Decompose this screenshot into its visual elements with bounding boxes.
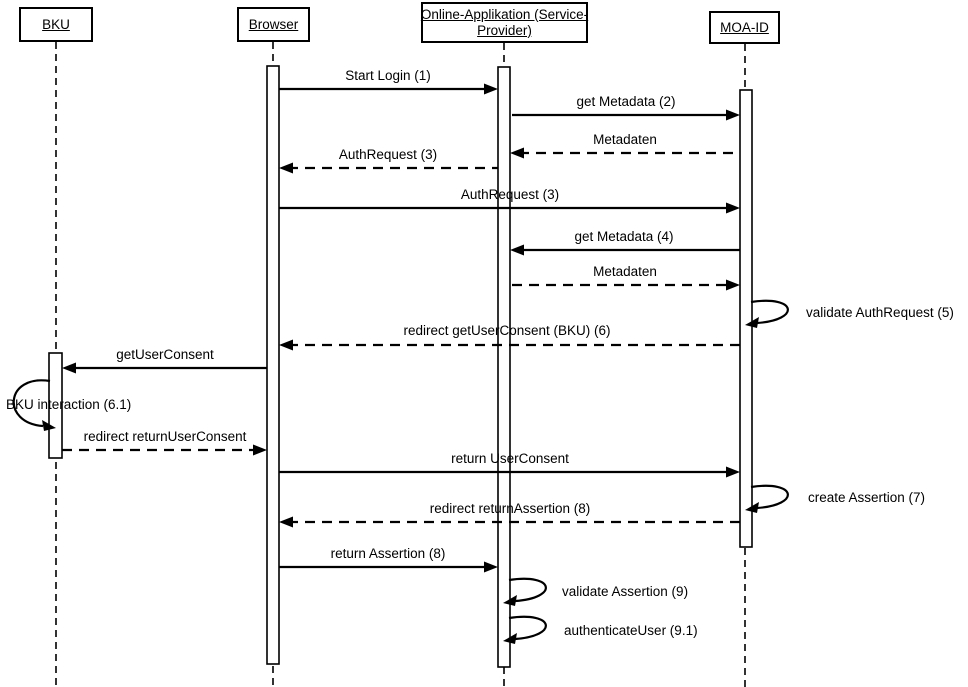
self-loop-authenticateuser — [503, 615, 547, 644]
participant-bku: BKU — [19, 7, 93, 42]
arrow-authrequest-redirect — [279, 162, 498, 174]
label-create-assertion: create Assertion (7) — [808, 490, 926, 505]
arrow-get-metadata-2 — [512, 109, 740, 121]
label-getuserconsent: getUserConsent — [116, 347, 214, 362]
participant-browser-label: Browser — [248, 16, 299, 32]
label-get-metadata-2: get Metadata (2) — [576, 94, 676, 109]
activation-browser — [266, 65, 280, 665]
arrow-get-metadata-4 — [510, 244, 740, 256]
self-loop-bku-interaction — [12, 379, 56, 431]
arrow-redirect-returnuserconsent — [62, 444, 267, 456]
label-get-metadata-4: get Metadata (4) — [574, 229, 674, 244]
arrow-return-assertion — [279, 561, 498, 573]
label-start-login: Start Login (1) — [345, 68, 431, 83]
label-authrequest-forward: AuthRequest (3) — [460, 187, 560, 202]
label-bku-interaction: BKU interaction (6.1) — [6, 397, 132, 412]
label-redirect-getuserconsent: redirect getUserConsent (BKU) (6) — [403, 323, 611, 338]
label-authrequest-redirect: AuthRequest (3) — [338, 147, 438, 162]
participant-browser: Browser — [237, 7, 310, 42]
arrow-authrequest-forward — [279, 202, 740, 214]
label-return-assertion: return Assertion (8) — [330, 546, 446, 561]
participant-online-app-label-line1: Online-Applikation (Service- — [420, 6, 589, 22]
activation-online-app — [497, 66, 511, 668]
activation-moa-id — [739, 89, 753, 548]
arrow-metadaten-1 — [510, 147, 740, 159]
self-loop-validate-authrequest — [745, 299, 789, 328]
label-redirect-returnassertion: redirect returnAssertion (8) — [429, 501, 591, 516]
arrow-redirect-getuserconsent — [279, 339, 740, 351]
participant-moa-id-label: MOA-ID — [720, 19, 769, 35]
participant-moa-id: MOA-ID — [709, 11, 780, 44]
arrow-redirect-returnassertion — [279, 516, 740, 528]
arrow-getuserconsent — [62, 362, 267, 374]
label-return-userconsent: return UserConsent — [451, 451, 569, 466]
label-validate-assertion: validate Assertion (9) — [562, 584, 689, 599]
participant-online-app: Online-Applikation (Service- Provider) — [421, 2, 588, 43]
activation-bku — [48, 352, 63, 459]
arrow-metadaten-2 — [512, 279, 740, 291]
label-metadaten-2: Metadaten — [593, 264, 657, 279]
label-metadaten-1: Metadaten — [593, 132, 657, 147]
label-validate-authrequest: validate AuthRequest (5) — [806, 305, 954, 320]
label-redirect-returnuserconsent: redirect returnUserConsent — [83, 429, 247, 444]
arrow-start-login — [279, 83, 498, 95]
participant-online-app-label-line2: Provider) — [477, 22, 532, 38]
label-authenticateuser: authenticateUser (9.1) — [564, 623, 698, 638]
participant-bku-label: BKU — [42, 16, 70, 32]
arrow-return-userconsent — [279, 466, 740, 478]
self-loop-validate-assertion — [503, 577, 547, 606]
self-loop-create-assertion — [745, 484, 789, 513]
